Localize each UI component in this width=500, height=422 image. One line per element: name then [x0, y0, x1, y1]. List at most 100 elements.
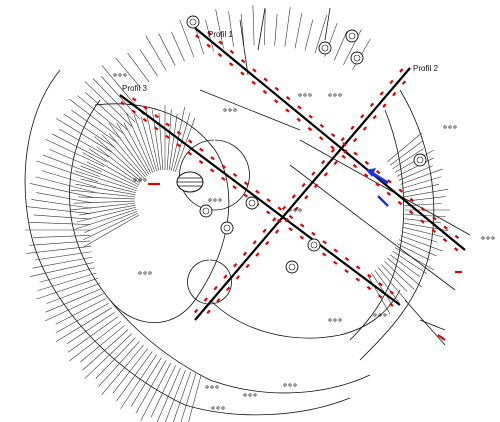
- marker: [375, 170, 381, 175]
- marker: [355, 277, 361, 282]
- survey-point-icon: [328, 318, 332, 322]
- slope-line: [401, 231, 438, 243]
- survey-point-icon: [138, 178, 142, 182]
- slope-line: [140, 362, 172, 421]
- marker: [176, 143, 181, 148]
- survey-point-icon: [138, 271, 142, 275]
- slope-line: [66, 312, 115, 344]
- survey-point-icon: [481, 236, 485, 240]
- marker: [294, 206, 299, 211]
- survey-point-icon: [143, 271, 147, 275]
- slope-line: [116, 122, 150, 175]
- tick-line: [419, 319, 446, 331]
- slope-line: [172, 371, 192, 422]
- marker: [321, 252, 327, 257]
- marker: [233, 262, 238, 268]
- slope-line: [264, 9, 266, 46]
- north-line: [257, 7, 266, 51]
- slope-line: [400, 168, 443, 185]
- tree-icon: [345, 29, 359, 43]
- tree-icon: [413, 153, 427, 167]
- marker: [330, 148, 336, 153]
- slope-line: [96, 146, 142, 182]
- slope-line: [80, 325, 125, 363]
- survey-point-icon: [373, 313, 377, 317]
- slope-line: [83, 212, 139, 241]
- tree-icon: [285, 260, 299, 274]
- slope-line: [150, 365, 176, 418]
- slope-line: [26, 246, 91, 254]
- marker: [187, 151, 193, 156]
- survey-point-icon: [486, 236, 490, 240]
- north-line: [324, 7, 331, 41]
- marker: [453, 247, 459, 252]
- survey-point-icon: [288, 383, 292, 387]
- survey-point-icon: [308, 93, 312, 97]
- slope-line: [377, 267, 408, 303]
- marker: [431, 228, 436, 233]
- slope-line: [387, 132, 423, 163]
- marker: [308, 114, 313, 119]
- marker: [277, 218, 282, 223]
- tree-icon: [220, 221, 234, 235]
- slope-line: [314, 15, 328, 54]
- red-ticks: [148, 182, 462, 341]
- slope-line: [401, 176, 442, 189]
- slope-line: [85, 92, 129, 131]
- marker: [320, 159, 326, 165]
- slope-line: [67, 316, 118, 353]
- marker: [363, 173, 369, 178]
- slope-line: [123, 123, 152, 174]
- survey-point-icon: [148, 271, 152, 275]
- slope-line: [115, 57, 142, 89]
- slope-line: [33, 235, 91, 238]
- slope-line: [69, 321, 122, 362]
- slope-line: [92, 78, 136, 123]
- slope-line: [52, 133, 107, 162]
- survey-point-icon: [228, 108, 232, 112]
- slope-line: [36, 160, 99, 183]
- marker: [307, 126, 313, 132]
- mound-boundary: [94, 103, 230, 324]
- lower-ring: [187, 259, 232, 305]
- diagonal-line: [289, 164, 456, 291]
- misc-lines: [199, 7, 471, 346]
- slope-line: [70, 189, 136, 198]
- slope-line: [127, 52, 150, 83]
- marker: [232, 185, 237, 190]
- marker: [420, 207, 426, 212]
- slope-line: [140, 116, 158, 172]
- slope-line: [396, 243, 431, 261]
- slope-line: [304, 19, 314, 51]
- slope-line: [171, 31, 185, 62]
- survey-point-icon: [133, 178, 137, 182]
- survey-point-icon: [211, 406, 215, 410]
- marker: [297, 105, 302, 110]
- slope-line: [37, 272, 97, 291]
- slope-line: [374, 269, 400, 304]
- survey-point-icon: [248, 393, 252, 397]
- marker: [243, 193, 249, 198]
- slope-line: [398, 239, 437, 257]
- survey-point-icon: [328, 93, 332, 97]
- survey-point-icon: [293, 208, 297, 212]
- marker: [420, 219, 425, 224]
- slope-line: [381, 264, 408, 292]
- tree-symbols: [186, 15, 427, 274]
- slope-line: [80, 178, 136, 194]
- slope-line: [396, 157, 434, 177]
- marker: [285, 96, 291, 101]
- small-circle-ring: [179, 139, 250, 211]
- profile-1-label: Profil 1: [208, 30, 233, 39]
- marker: [398, 188, 403, 193]
- slope-line: [101, 344, 144, 395]
- survey-point-icon: [378, 313, 382, 317]
- profile-2-label: Profil 2: [413, 64, 438, 73]
- marker: [251, 80, 256, 85]
- survey-point-icon: [293, 383, 297, 387]
- marker: [187, 139, 193, 144]
- marker: [262, 89, 268, 95]
- slope-line: [165, 369, 186, 422]
- slope-line: [112, 348, 149, 394]
